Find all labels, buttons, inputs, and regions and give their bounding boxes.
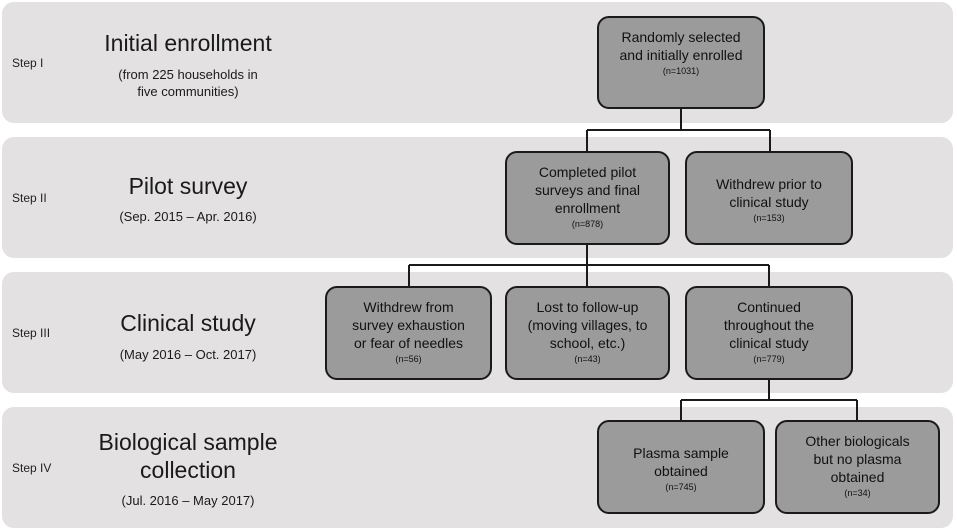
continued-box: Continued throughout the clinical study … xyxy=(685,286,853,380)
plasma-count: (n=745) xyxy=(665,482,697,492)
plasma-text: Plasma sample obtained xyxy=(633,445,729,479)
step-1-title: Initial enrollment xyxy=(104,30,272,56)
completed-text: Completed pilot surveys and final enroll… xyxy=(534,164,641,216)
withdrew-prior-text: Withdrew prior to clinical study xyxy=(716,176,822,210)
withdrew-prior-box: Withdrew prior to clinical study (n=153) xyxy=(685,151,853,245)
other-box: Other biologicals but no plasma obtained… xyxy=(775,420,940,514)
lost-text: Lost to follow-up (moving villages, to s… xyxy=(527,299,648,351)
step-4-label: Step IV xyxy=(12,461,52,475)
plasma-box: Plasma sample obtained (n=745) xyxy=(597,420,765,514)
enrolled-text: Randomly selected and initially enrolled xyxy=(619,29,743,63)
step-2-subtitle: (Sep. 2015 – Apr. 2016) xyxy=(119,209,257,224)
other-text: Other biologicals but no plasma obtained xyxy=(805,433,910,485)
step-1-subtitle: (from 225 households in five communities… xyxy=(118,67,258,99)
withdrew-prior-count: (n=153) xyxy=(753,213,785,223)
continued-text: Continued throughout the clinical study xyxy=(723,299,815,351)
withdrew-exhaustion-count: (n=56) xyxy=(395,354,422,364)
enrolled-count: (n=1031) xyxy=(662,66,700,76)
step-2-title: Pilot survey xyxy=(128,173,248,199)
step-1-label: Step I xyxy=(12,56,44,70)
step-1-band xyxy=(2,2,953,123)
withdrew-exhaustion-box: Withdrew from survey exhaustion or fear … xyxy=(325,286,492,380)
withdrew-exhaustion-text: Withdrew from survey exhaustion or fear … xyxy=(352,299,465,351)
step-2-label: Step II xyxy=(12,191,47,205)
step-4-subtitle: (Jul. 2016 – May 2017) xyxy=(121,493,255,508)
completed-count: (n=878) xyxy=(571,219,604,229)
completed-box: Completed pilot surveys and final enroll… xyxy=(505,151,670,245)
enrolled-box: Randomly selected and initially enrolled… xyxy=(597,16,765,109)
step-3-title: Clinical study xyxy=(120,310,256,336)
step-3-label: Step III xyxy=(12,326,51,340)
lost-count: (n=43) xyxy=(574,354,601,364)
continued-count: (n=779) xyxy=(753,354,785,364)
other-count: (n=34) xyxy=(844,488,871,498)
step-4-title: Biological sample collection xyxy=(98,429,278,483)
lost-box: Lost to follow-up (moving villages, to s… xyxy=(505,286,670,380)
step-3-subtitle: (May 2016 – Oct. 2017) xyxy=(119,347,257,362)
